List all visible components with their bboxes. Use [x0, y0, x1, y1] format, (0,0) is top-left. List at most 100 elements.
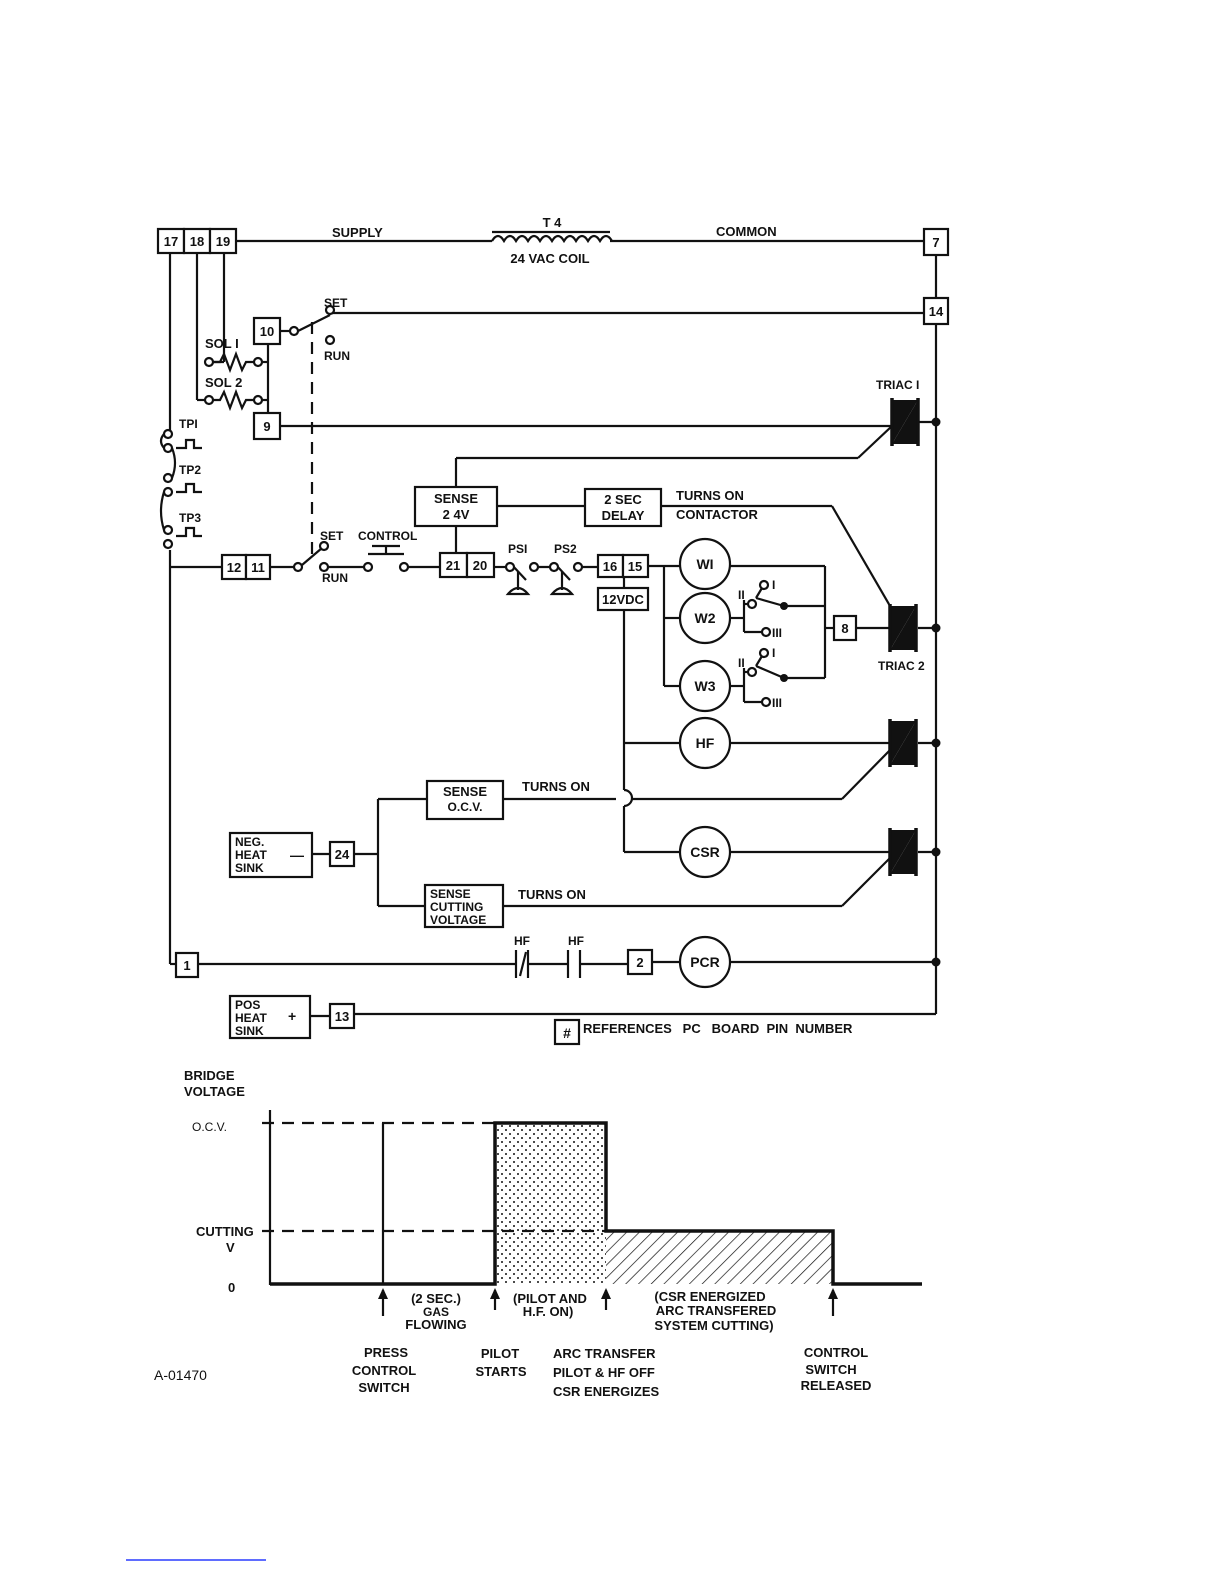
sense-24v-line2: 2 4V	[443, 507, 470, 522]
label-tp2: TP2	[179, 463, 201, 477]
triac-symbols	[888, 398, 920, 876]
timing-diagram: BRIDGE VOLTAGE O.C.V. CUTTING V 0 (2 SEC…	[184, 1068, 922, 1399]
coil-csr: CSR	[690, 844, 720, 860]
pc-board-pins: 17 18 19 7 14 10 9 12 11 21 20 16 15 12V…	[156, 227, 950, 1030]
label-supply: SUPPLY	[332, 225, 383, 240]
label-turns-on: TURNS ON	[676, 488, 744, 503]
label-tp3: TP3	[179, 511, 201, 525]
sol-coils	[203, 350, 264, 412]
pos-heat-sink-line3: SINK	[235, 1024, 264, 1038]
pin-2: 2	[636, 955, 643, 970]
sense-cut-line1: SENSE	[430, 887, 471, 901]
neg-heat-sink-line3: SINK	[235, 861, 264, 875]
arc-transfer-line1: ARC TRANSFER	[553, 1346, 656, 1361]
press-control-line2: CONTROL	[352, 1363, 416, 1378]
csr-energized-line1: (CSR ENERGIZED	[654, 1289, 765, 1304]
sense-24v-line1: SENSE	[434, 491, 478, 506]
pin-19: 19	[216, 234, 230, 249]
label-run-top: RUN	[324, 349, 350, 363]
sense-cut-line2: CUTTING	[430, 900, 483, 914]
control-released-line2: SWITCH	[805, 1362, 856, 1377]
label-run-bottom: RUN	[322, 571, 348, 585]
timing-cutting-label-line2: V	[226, 1240, 235, 1255]
timing-ylabel-line1: BRIDGE	[184, 1068, 235, 1083]
control-released-line1: CONTROL	[804, 1345, 868, 1360]
neg-sign: —	[290, 847, 304, 863]
coil-w3: W3	[695, 678, 716, 694]
triac-1	[890, 398, 920, 446]
relay-coils: WI W2 W3 HF CSR PCR	[678, 537, 732, 989]
coil-pcr: PCR	[690, 954, 720, 970]
label-t4: T 4	[543, 215, 563, 230]
label-sol1: SOL I	[205, 336, 239, 351]
gas-flowing-line3: FLOWING	[405, 1317, 466, 1332]
transformer-t4	[491, 230, 613, 244]
timing-ocv-label: O.C.V.	[192, 1120, 227, 1134]
gas-flowing-line1: (2 SEC.)	[411, 1291, 461, 1306]
label-w3-pos-iii: III	[772, 696, 782, 710]
ref-symbol: #	[563, 1025, 571, 1041]
gas-flowing-line2: GAS	[423, 1305, 449, 1319]
delay-line1: 2 SEC	[604, 492, 642, 507]
pilot-hf-on-line2: H.F. ON)	[523, 1304, 574, 1319]
label-w2-pos-i: I	[772, 578, 775, 592]
csr-energized-line2: ARC TRANSFERED	[656, 1303, 777, 1318]
figure-id: A-01470	[154, 1367, 207, 1383]
label-12vdc: 12VDC	[602, 592, 645, 607]
label-contactor: CONTACTOR	[676, 507, 758, 522]
pin-20: 20	[473, 558, 487, 573]
ref-text: REFERENCES PC BOARD PIN NUMBER	[583, 1021, 853, 1036]
control-released-line3: RELEASED	[801, 1378, 872, 1393]
label-triac2: TRIAC 2	[878, 659, 925, 673]
pin-10: 10	[260, 324, 274, 339]
pos-heat-sink-line2: HEAT	[235, 1011, 267, 1025]
arc-transfer-line3: CSR ENERGIZES	[553, 1384, 660, 1399]
arc-transfer-line2: PILOT & HF OFF	[553, 1365, 655, 1380]
pos-heat-sink-line1: POS	[235, 998, 260, 1012]
label-ps2: PS2	[554, 542, 577, 556]
label-common: COMMON	[716, 224, 777, 239]
pin-18: 18	[190, 234, 204, 249]
schematic-labels: SUPPLY COMMON T 4 24 VAC COIL SET RUN SO…	[179, 215, 925, 1046]
pilot-starts-line2: STARTS	[475, 1364, 526, 1379]
delay-line2: DELAY	[602, 508, 645, 523]
label-w3-pos-ii: II	[738, 656, 745, 670]
label-hf-contact-2: HF	[568, 934, 584, 948]
triac-hf	[888, 719, 918, 767]
label-triac1: TRIAC I	[876, 378, 919, 392]
coil-hf: HF	[696, 735, 715, 751]
label-sol2: SOL 2	[205, 375, 242, 390]
pin-11: 11	[251, 560, 265, 575]
sense-cut-line3: VOLTAGE	[430, 913, 486, 927]
label-ps1: PSI	[508, 542, 527, 556]
label-w2-pos-iii: III	[772, 626, 782, 640]
sense-ocv-line2: O.C.V.	[448, 800, 483, 814]
pos-sign: +	[288, 1008, 296, 1024]
pin-14: 14	[929, 304, 944, 319]
neg-heat-sink-line2: HEAT	[235, 848, 267, 862]
triac-csr	[888, 828, 918, 876]
pin-21: 21	[446, 558, 460, 573]
sense-ocv-line1: SENSE	[443, 784, 487, 799]
pin-8: 8	[841, 621, 848, 636]
label-turns-on-ocv: TURNS ON	[522, 779, 590, 794]
csr-energized-line3: SYSTEM CUTTING)	[654, 1318, 773, 1333]
pin-7: 7	[932, 235, 939, 250]
thermal-protectors	[159, 428, 202, 550]
pilot-hf-on-line1: (PILOT AND	[513, 1291, 587, 1306]
label-set-top: SET	[324, 296, 348, 310]
label-w2-pos-ii: II	[738, 588, 745, 602]
press-control-line3: SWITCH	[358, 1380, 409, 1395]
label-turns-on-cut: TURNS ON	[518, 887, 586, 902]
switch-contacts	[288, 304, 772, 708]
label-tp1: TPI	[179, 417, 198, 431]
pin-15: 15	[628, 559, 642, 574]
pin-9: 9	[263, 419, 270, 434]
pin-16: 16	[603, 559, 617, 574]
pin-13: 13	[335, 1009, 349, 1024]
schematic-wires	[168, 239, 938, 1018]
label-hf-contact-1: HF	[514, 934, 530, 948]
label-w3-pos-i: I	[772, 646, 775, 660]
label-24vac-coil: 24 VAC COIL	[510, 251, 589, 266]
